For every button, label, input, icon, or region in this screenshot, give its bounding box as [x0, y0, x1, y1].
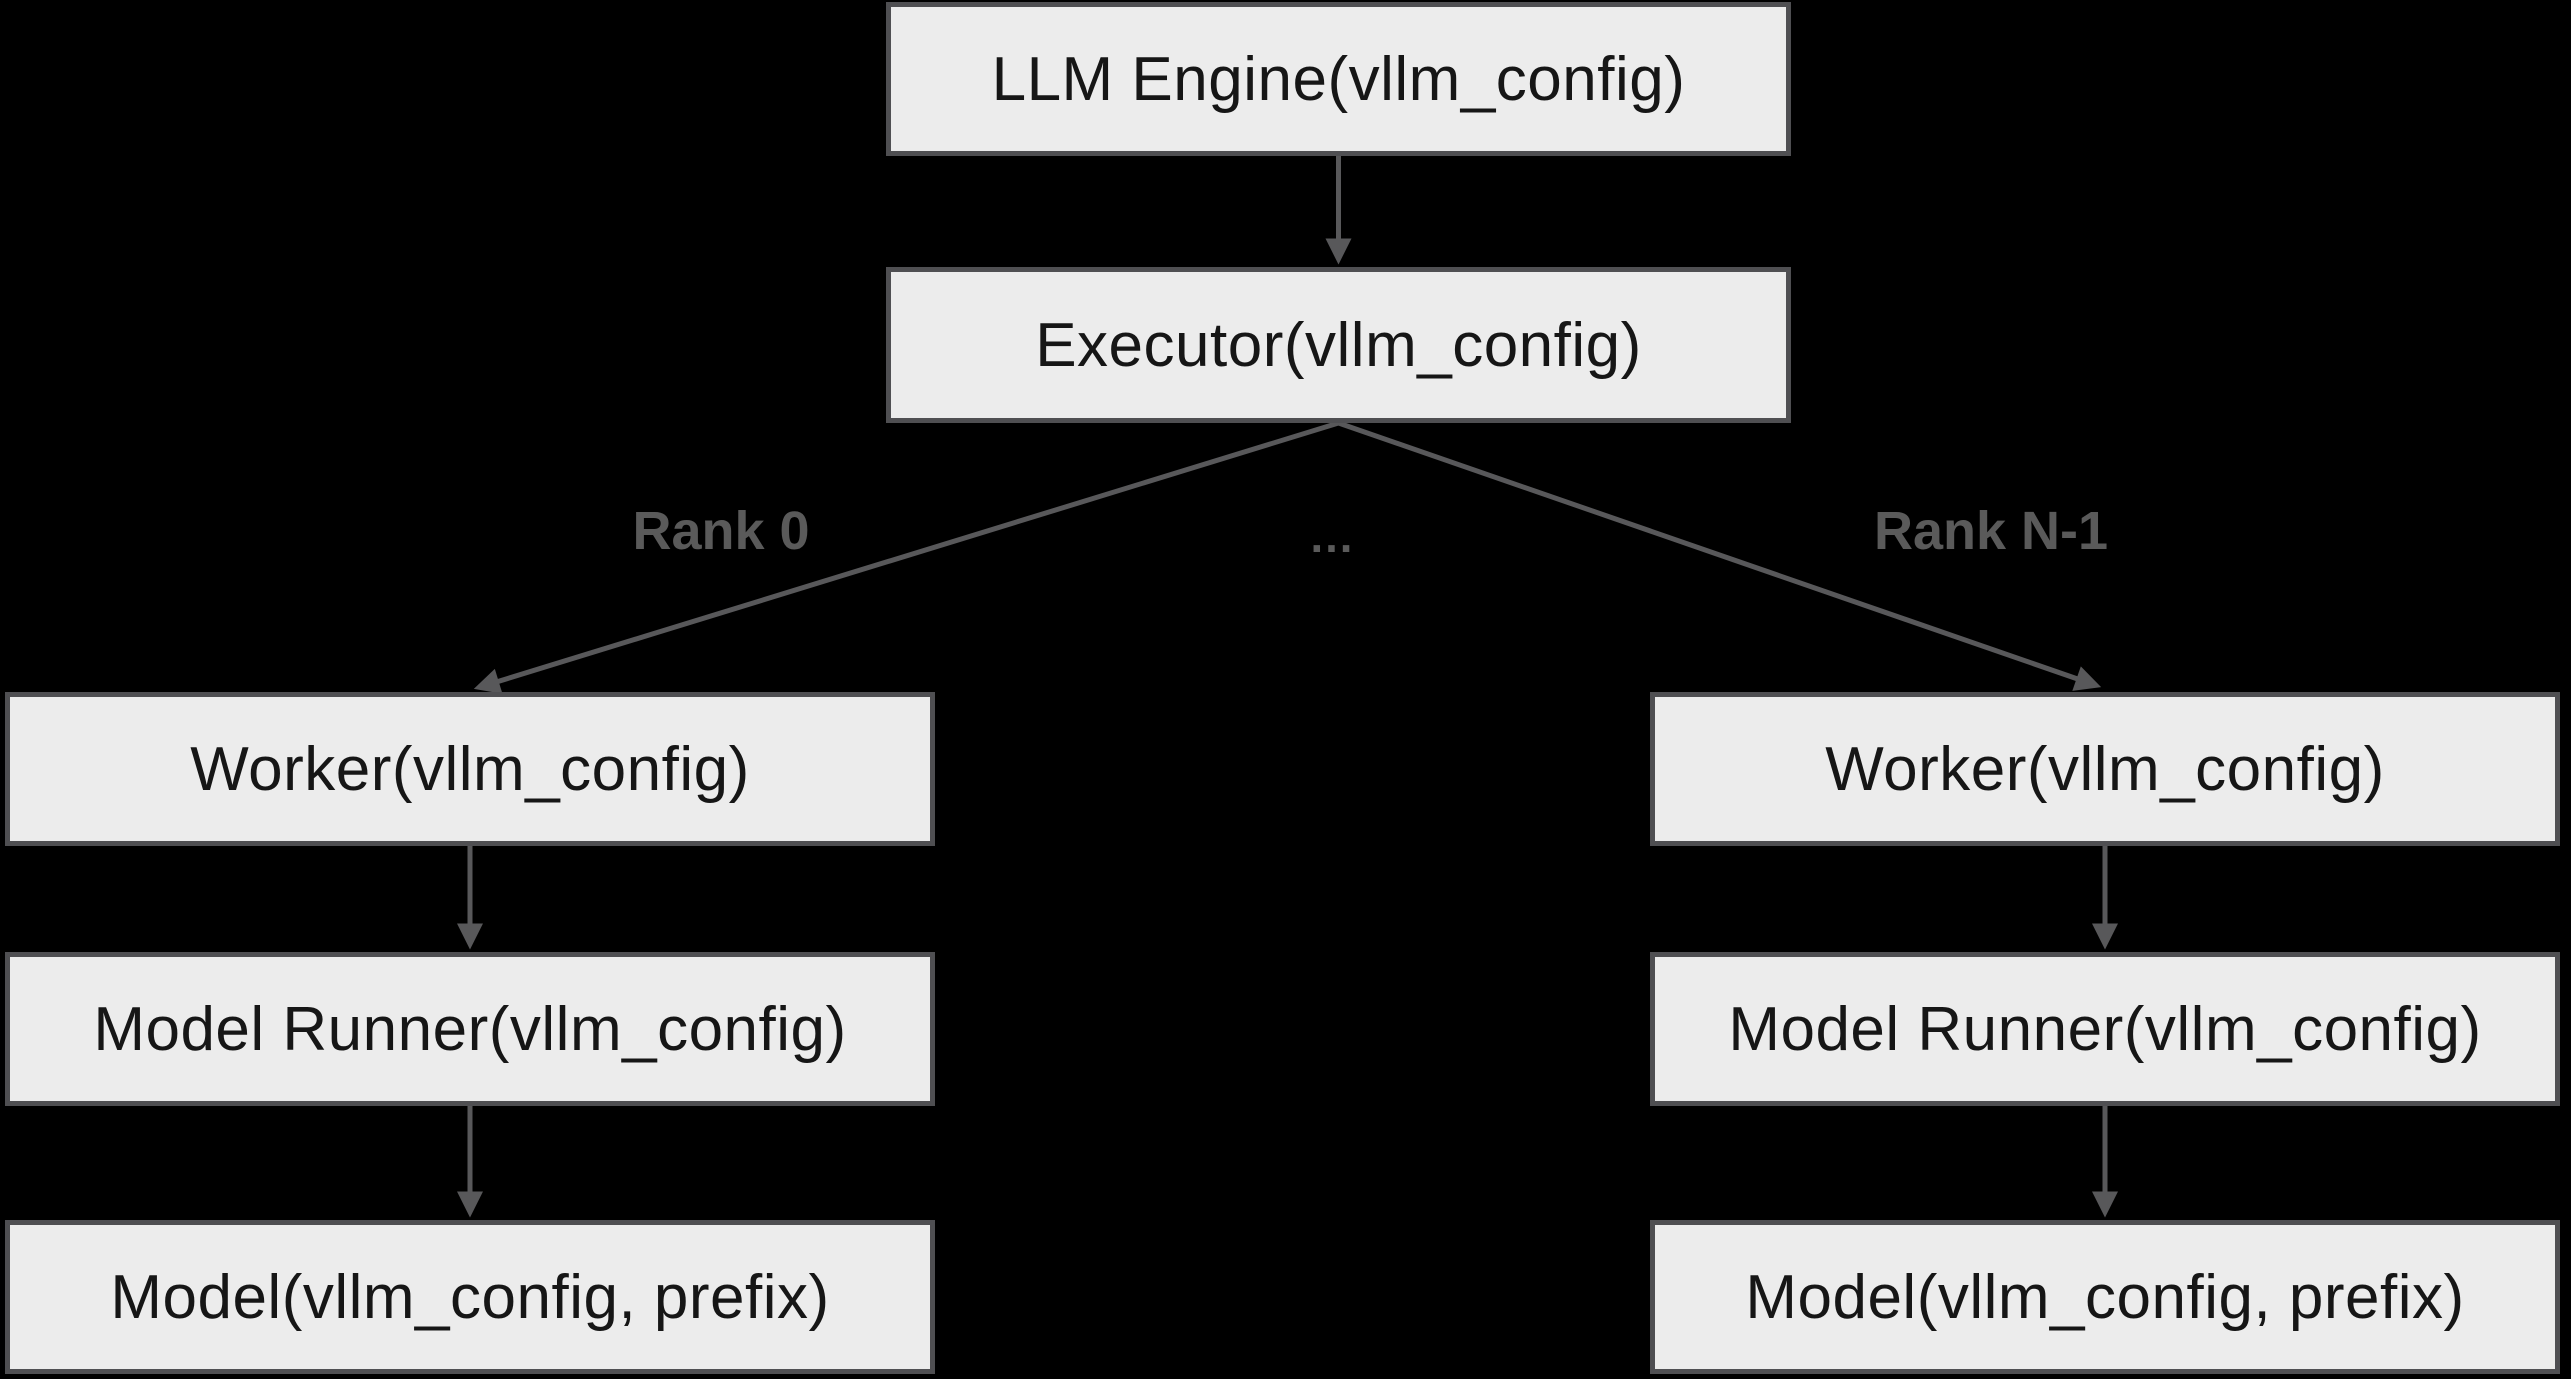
edge-label-ellipsis: … — [1308, 510, 1358, 562]
node-worker-rank-0-label: Worker(vllm_config) — [190, 734, 750, 804]
node-worker-rank-0: Worker(vllm_config) — [5, 692, 935, 846]
node-worker-rank-n: Worker(vllm_config) — [1650, 692, 2560, 846]
node-model-runner-rank-n: Model Runner(vllm_config) — [1650, 952, 2560, 1106]
node-model-rank-0: Model(vllm_config, prefix) — [5, 1220, 935, 1374]
node-worker-rank-n-label: Worker(vllm_config) — [1825, 734, 2385, 804]
edge-label-rank-0: Rank 0 — [632, 501, 810, 561]
node-model-runner-rank-n-label: Model Runner(vllm_config) — [1728, 994, 2482, 1064]
edge-label-rank-n-1: Rank N-1 — [1873, 501, 2109, 561]
node-model-rank-n-label: Model(vllm_config, prefix) — [1745, 1262, 2465, 1332]
edge-executor-to-worker-rank-n — [1337, 420, 2102, 691]
node-executor: Executor(vllm_config) — [886, 267, 1791, 423]
node-model-runner-rank-0: Model Runner(vllm_config) — [5, 952, 935, 1106]
node-model-rank-0-label: Model(vllm_config, prefix) — [110, 1262, 830, 1332]
edge-executor-to-worker-rank-0 — [473, 420, 1340, 694]
node-llm-engine: LLM Engine(vllm_config) — [886, 2, 1791, 156]
node-model-rank-n: Model(vllm_config, prefix) — [1650, 1220, 2560, 1374]
node-llm-engine-label: LLM Engine(vllm_config) — [991, 44, 1686, 114]
node-model-runner-rank-0-label: Model Runner(vllm_config) — [93, 994, 847, 1064]
node-executor-label: Executor(vllm_config) — [1035, 310, 1642, 380]
